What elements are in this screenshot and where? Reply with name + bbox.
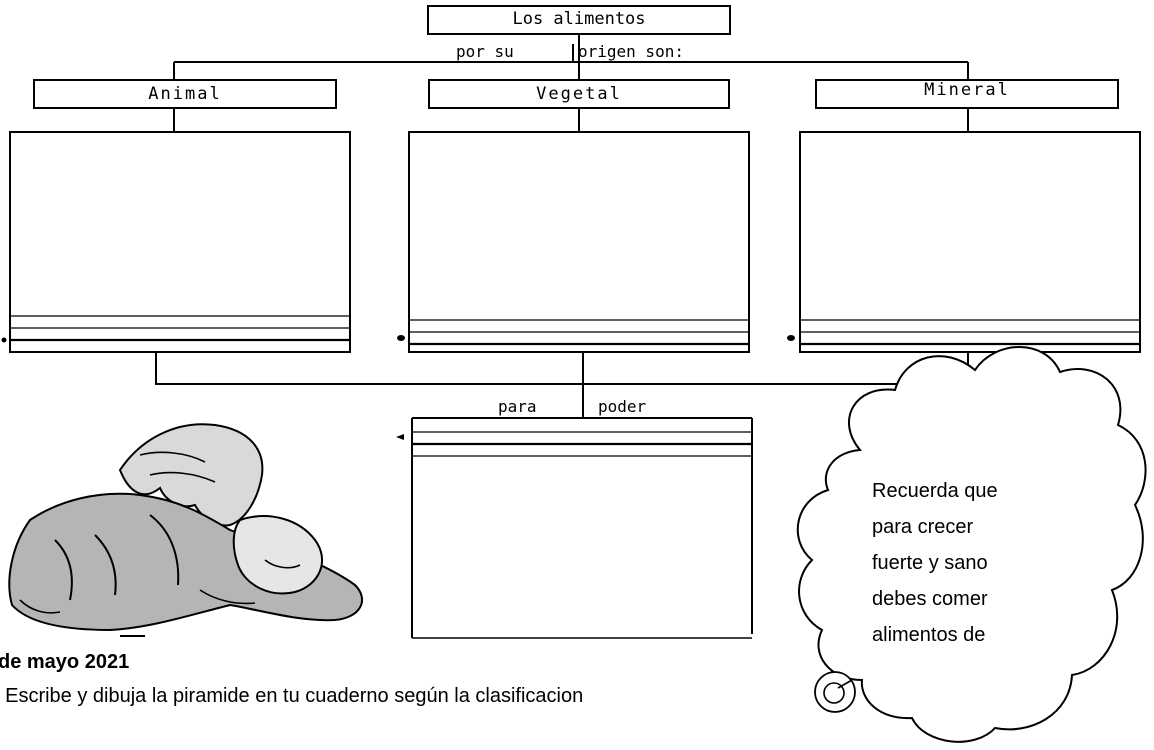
mother-baby-illustration xyxy=(8,423,364,637)
category-label-vegetal: Vegetal xyxy=(536,84,622,104)
root-label: Los alimentos xyxy=(512,9,646,29)
examples-box-mineral xyxy=(787,131,1141,353)
examples-box-vegetal xyxy=(397,131,750,353)
purpose-bracket xyxy=(155,352,969,385)
date-heading: de mayo 2021 xyxy=(0,651,130,673)
reminder-thought-cloud xyxy=(796,346,1147,743)
reminder-line-5: alimentos de xyxy=(872,624,986,646)
category-box-animal xyxy=(33,79,337,109)
purpose-label-para: para xyxy=(498,397,537,416)
reminder-line-3: fuerte y sano xyxy=(872,552,988,574)
examples-box-animal xyxy=(1,131,351,353)
reminder-line-2: para crecer xyxy=(872,516,974,538)
reminder-line-4: debes comer xyxy=(872,588,988,610)
purpose-box xyxy=(396,417,753,639)
reminder-text: Recuerda que para crecer fuerte y sano d… xyxy=(872,473,998,653)
connector-label-por-su: por su xyxy=(456,42,514,61)
connector-label-origen-son: origen son: xyxy=(578,42,684,61)
category-label-mineral: Mineral xyxy=(924,80,1010,100)
instruction-text: : Escribe y dibuja la piramide en tu cua… xyxy=(0,685,584,707)
reminder-line-1: Recuerda que xyxy=(872,480,998,502)
category-box-vegetal xyxy=(428,79,730,109)
purpose-label-poder: poder xyxy=(598,397,647,416)
category-label-animal: Animal xyxy=(148,84,222,104)
